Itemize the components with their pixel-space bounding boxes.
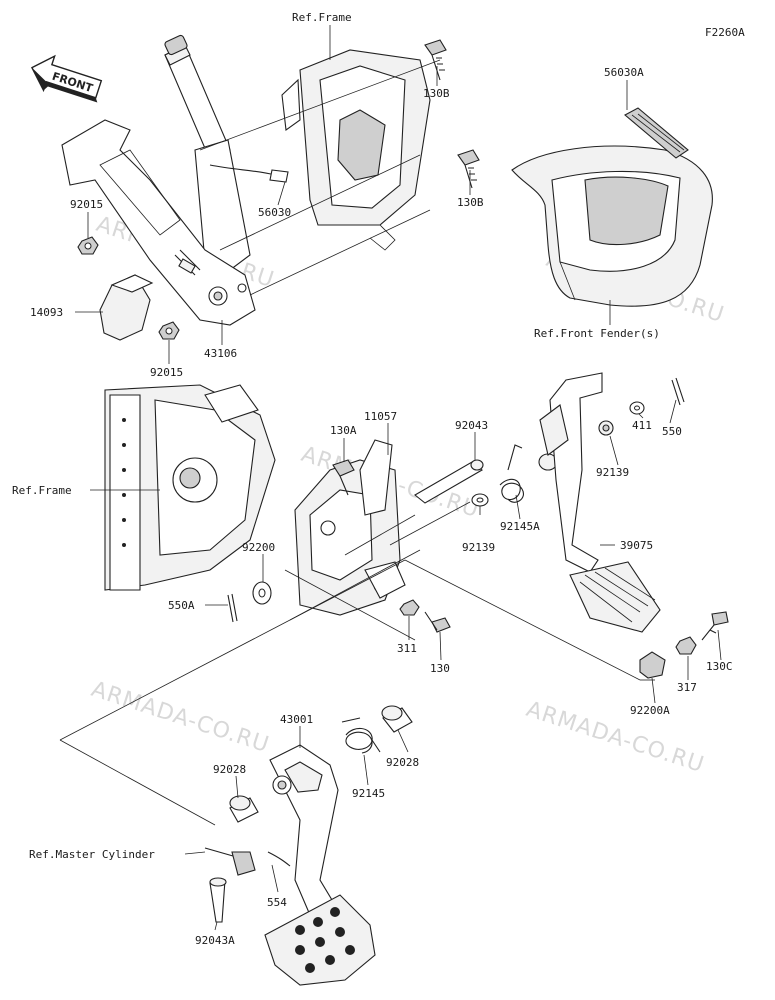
label-92139-b: 92139 [596, 466, 629, 479]
watermark-4: ARMADA-CO.RU [88, 677, 272, 758]
nut-311-icon [399, 599, 420, 616]
front-arrow-icon: FRONT [31, 54, 103, 103]
label-ref-front-fenders: Ref.Front Fender(s) [534, 327, 660, 340]
label-130C: 130C [706, 660, 733, 673]
label-130: 130 [430, 662, 450, 675]
label-ref-frame-left: Ref.Frame [12, 484, 72, 497]
frame-left-section [104, 384, 276, 591]
frame-bracket-top [281, 49, 431, 251]
spring-92145-icon [341, 717, 381, 754]
nut-92015-a-icon [77, 236, 99, 255]
label-92145: 92145 [352, 787, 385, 800]
label-92200A: 92200A [630, 704, 670, 717]
label-ref-master-cylinder: Ref.Master Cylinder [29, 848, 155, 861]
bolt-130-icon [424, 611, 451, 633]
brake-pedal-43001 [264, 744, 376, 986]
label-92028-b: 92028 [386, 756, 419, 769]
label-411: 411 [632, 419, 652, 432]
washer-92200-icon [252, 581, 272, 605]
label-317: 317 [677, 681, 697, 694]
assembly-outline-lines [59, 59, 655, 826]
labels: Ref.Frame 130B 130B 56030A 56030 92015 1… [12, 11, 733, 947]
label-43106: 43106 [204, 347, 237, 360]
label-130B-a: 130B [423, 87, 450, 100]
diagram-code: F2260A [705, 26, 745, 39]
washer-92139-a-icon [471, 493, 489, 507]
bushing-92028-a-icon [229, 795, 259, 823]
washer-411-icon [629, 401, 645, 415]
decal-56030A-icon [624, 107, 689, 159]
bolt-130A-icon [332, 459, 355, 496]
pin-550A-icon [227, 593, 238, 623]
label-92043: 92043 [455, 419, 488, 432]
label-311: 311 [397, 642, 417, 655]
spring-92145A-icon [499, 444, 524, 503]
parking-brake-lever-assembly [61, 34, 289, 326]
pin-550-icon [671, 377, 685, 406]
bolt-130C-icon [701, 611, 729, 641]
label-56030A: 56030A [604, 66, 644, 79]
label-550: 550 [662, 425, 682, 438]
bushing-92139-b-icon [598, 420, 614, 436]
label-554: 554 [267, 896, 287, 909]
bolt-130B-a-icon [424, 39, 447, 81]
label-92200: 92200 [242, 541, 275, 554]
label-550A: 550A [168, 599, 195, 612]
part-14093-cover [99, 274, 154, 341]
leader-lines [75, 25, 722, 931]
clip-92200A-icon [639, 651, 666, 679]
label-92015-b: 92015 [150, 366, 183, 379]
label-92028-a: 92028 [213, 763, 246, 776]
label-39075: 39075 [620, 539, 653, 552]
label-130A: 130A [330, 424, 357, 437]
watermark-5: ARMADA-CO.RU [523, 697, 707, 778]
label-ref-frame-top: Ref.Frame [292, 11, 352, 24]
nut-317-icon [675, 636, 697, 655]
front-fender-shape [511, 145, 713, 307]
shaft-92043-icon [414, 459, 484, 504]
label-11057: 11057 [364, 410, 397, 423]
accelerator-pedal-39075 [539, 372, 661, 633]
label-14093: 14093 [30, 306, 63, 319]
label-92015-a: 92015 [70, 198, 103, 211]
label-92043A: 92043A [195, 934, 235, 947]
bolt-130B-b-icon [457, 149, 480, 189]
pin-92043A-icon [209, 877, 227, 923]
label-92145A: 92145A [500, 520, 540, 533]
label-92139-a: 92139 [462, 541, 495, 554]
nut-92015-b-icon [158, 321, 180, 340]
master-cylinder-clevis [204, 847, 291, 876]
label-43001: 43001 [280, 713, 313, 726]
label-56030: 56030 [258, 206, 291, 219]
bushing-92028-b-icon [381, 705, 413, 733]
label-130B-b: 130B [457, 196, 484, 209]
